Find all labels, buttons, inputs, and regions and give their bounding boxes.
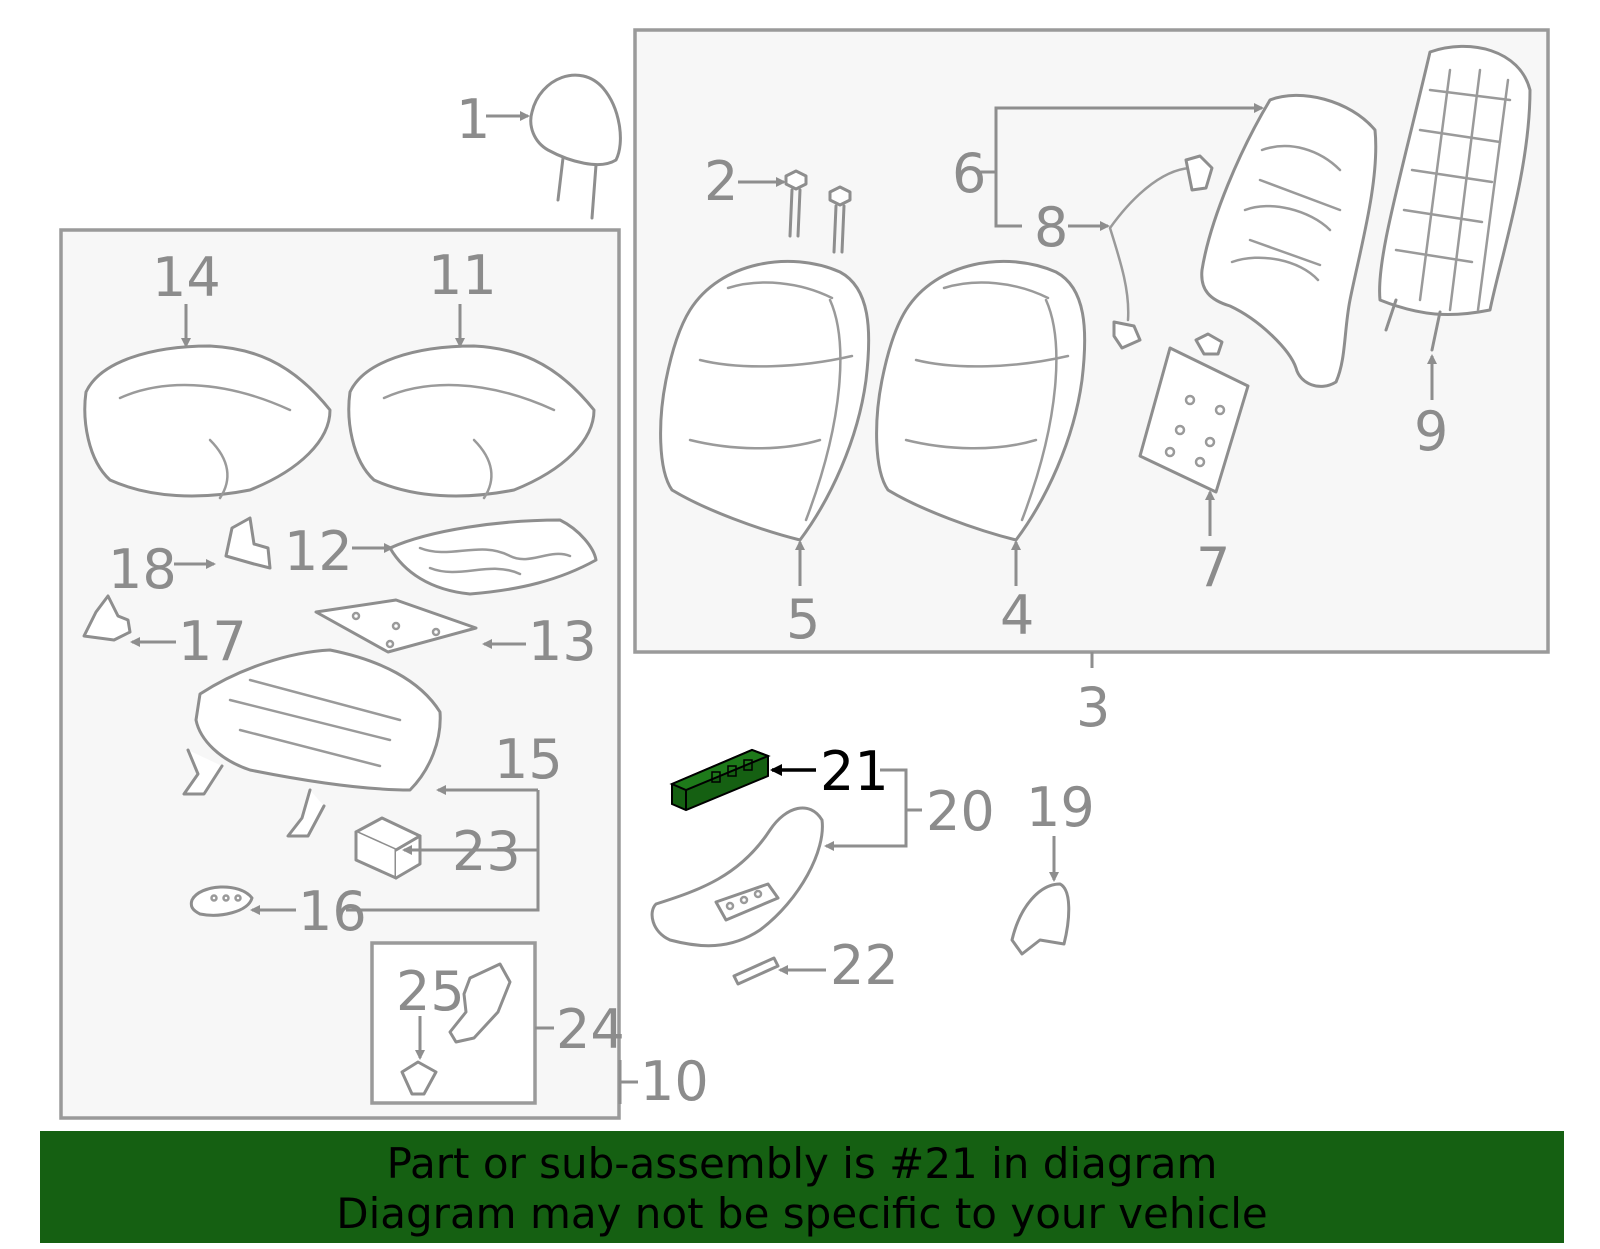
callout-3[interactable]: 3: [1076, 676, 1110, 739]
part-5-seat-back-cover[interactable]: [659, 260, 871, 542]
part-22-trim[interactable]: [732, 956, 780, 986]
callout-6[interactable]: 6: [952, 142, 986, 205]
callout-1[interactable]: 1: [456, 88, 490, 151]
part-info-banner: Part or sub-assembly is #21 in diagram D…: [40, 1131, 1564, 1243]
callout-13[interactable]: 13: [528, 610, 597, 673]
part-24-bracket[interactable]: [448, 962, 512, 1044]
part-11-seat-cushion-pad[interactable]: [347, 344, 596, 500]
sub-group-box-24: [370, 941, 537, 1105]
callout-11[interactable]: 11: [428, 244, 497, 307]
callout-17[interactable]: 17: [178, 610, 247, 673]
part-7-pad[interactable]: [1138, 332, 1250, 494]
banner-line-part: Part or sub-assembly is #21 in diagram: [386, 1139, 1218, 1188]
part-13-plate[interactable]: [314, 598, 478, 654]
callout-23[interactable]: 23: [452, 820, 521, 883]
callout-25[interactable]: 25: [396, 960, 465, 1023]
callout-24[interactable]: 24: [556, 998, 625, 1061]
part-18-bracket[interactable]: [224, 516, 272, 570]
part-19-cover[interactable]: [1010, 882, 1071, 956]
part-20-side-cover[interactable]: [650, 806, 824, 948]
callout-10[interactable]: 10: [640, 1050, 709, 1113]
callout-12[interactable]: 12: [284, 520, 353, 583]
callout-14[interactable]: 14: [152, 246, 221, 309]
callout-22[interactable]: 22: [830, 934, 899, 997]
part-9-seat-back-panel[interactable]: [1378, 44, 1532, 352]
callout-20[interactable]: 20: [926, 780, 995, 843]
part-15-seat-track-frame[interactable]: [182, 648, 442, 838]
part-21-switch-highlighted[interactable]: [669, 748, 771, 812]
part-16-cover[interactable]: [189, 885, 254, 917]
part-8-wire-harness[interactable]: [1108, 154, 1214, 350]
part-12-heater-pad[interactable]: [388, 518, 598, 596]
callout-9[interactable]: 9: [1414, 400, 1448, 463]
callout-labels: 1 2 6 8 9 7 5 4 3 14 11 18 12 17 13 15 2…: [108, 88, 1448, 1113]
banner-line-disclaimer: Diagram may not be specific to your vehi…: [336, 1189, 1268, 1238]
callout-16[interactable]: 16: [298, 880, 367, 943]
callout-2[interactable]: 2: [704, 150, 738, 213]
callout-18[interactable]: 18: [108, 538, 177, 601]
part-25-cap[interactable]: [400, 1060, 438, 1096]
callout-21-highlighted[interactable]: 21: [820, 740, 889, 803]
part-2-headrest-guides[interactable]: [784, 169, 852, 254]
part-4-seat-back-cover[interactable]: [875, 260, 1087, 542]
part-14-seat-cushion-cover[interactable]: [83, 344, 332, 500]
part-1-headrest[interactable]: [529, 73, 622, 220]
callout-7[interactable]: 7: [1196, 536, 1230, 599]
leader-lines: [130, 103, 1437, 1104]
callout-19[interactable]: 19: [1026, 776, 1095, 839]
callout-4[interactable]: 4: [1000, 584, 1034, 647]
callout-15[interactable]: 15: [494, 728, 563, 791]
callout-5[interactable]: 5: [786, 588, 820, 651]
part-6-seat-back-frame[interactable]: [1200, 93, 1378, 388]
part-17-bracket[interactable]: [82, 594, 132, 642]
callout-8[interactable]: 8: [1034, 196, 1068, 259]
